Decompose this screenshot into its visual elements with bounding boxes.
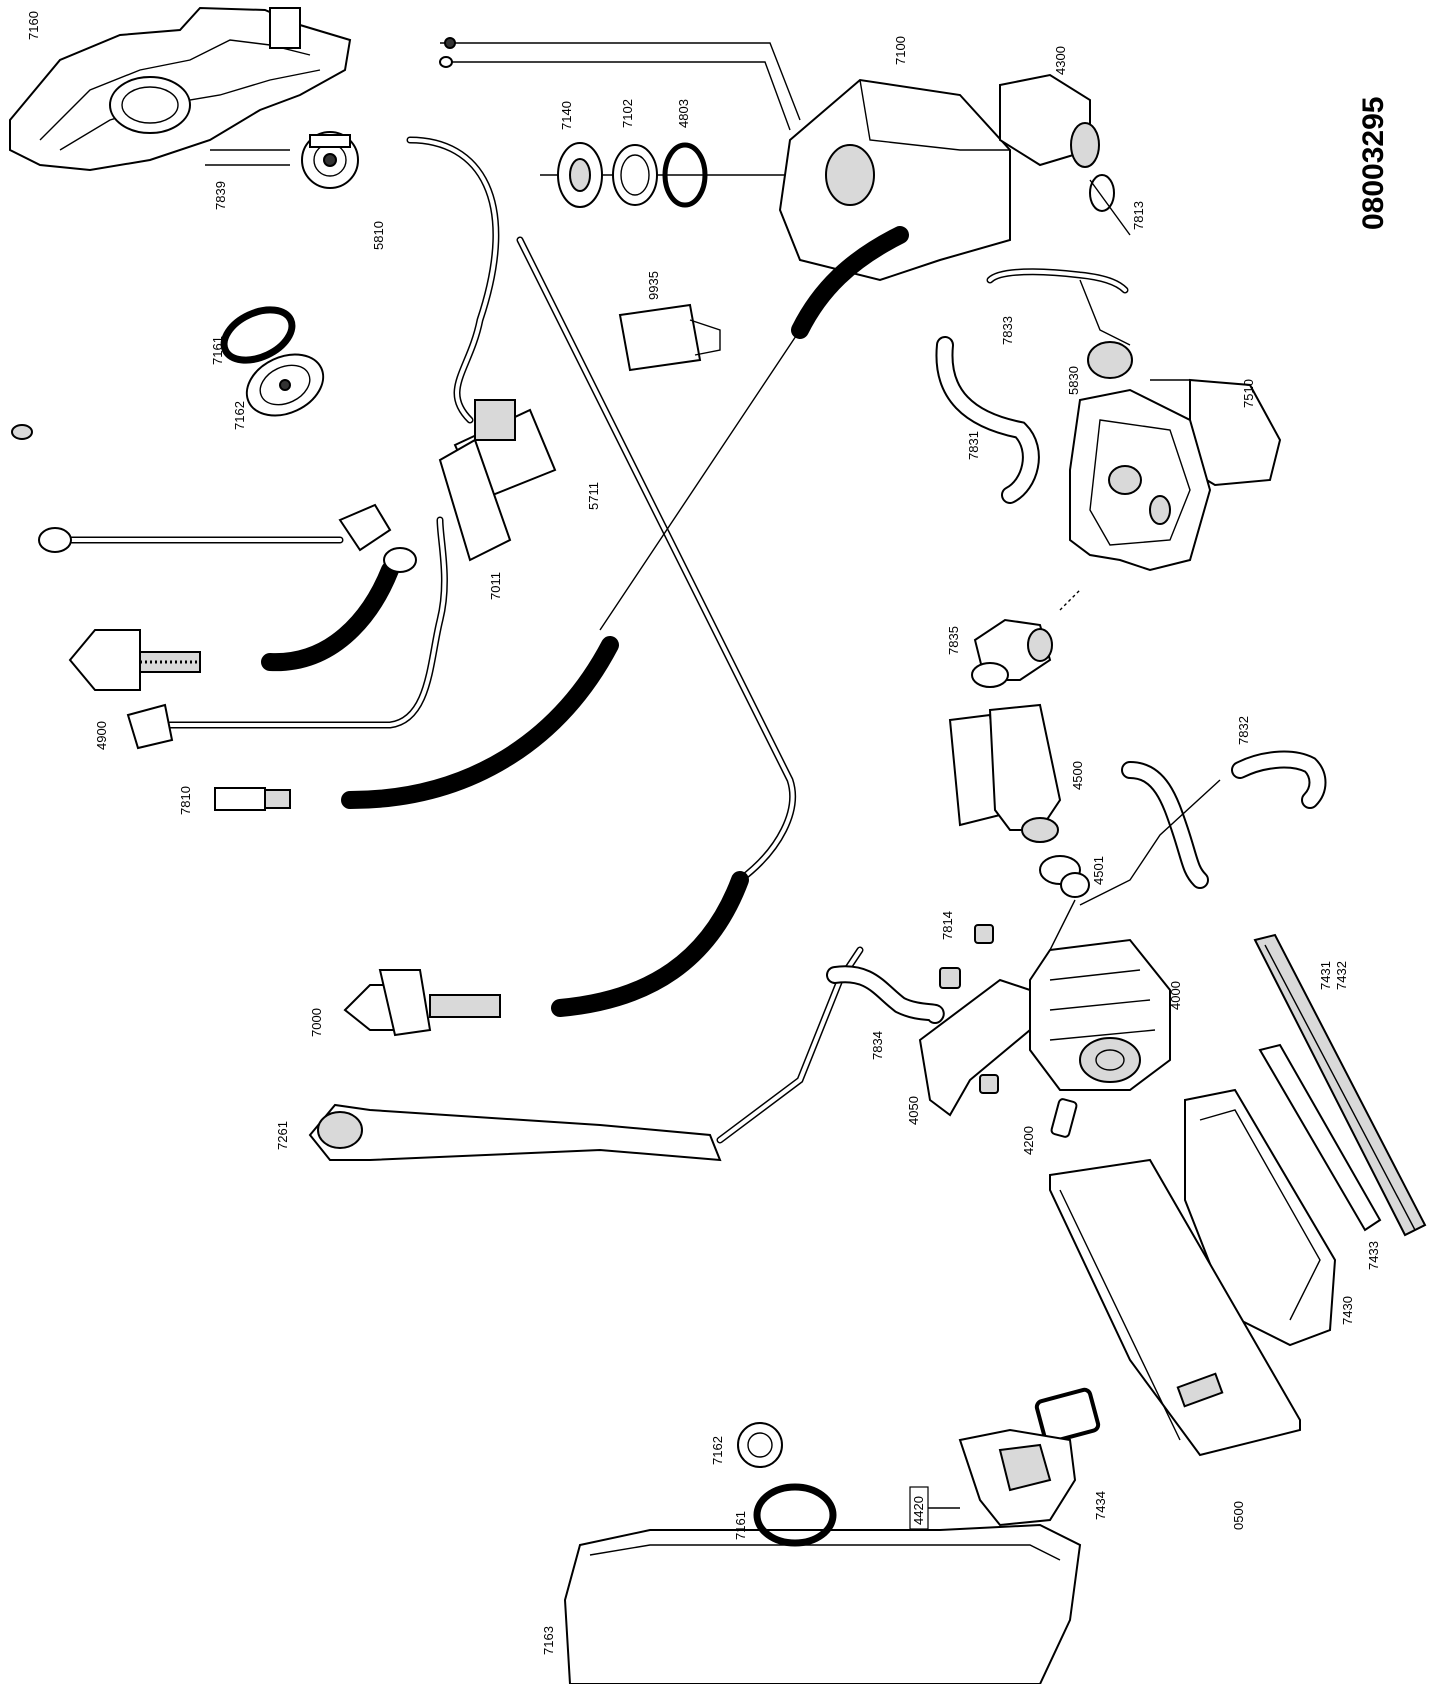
- inlet-hose-7000: [343, 871, 749, 1037]
- leader-tray-7835: [1059, 589, 1081, 611]
- inlet-hose-box-upper: [68, 547, 417, 691]
- label-5810: 5810: [371, 221, 386, 250]
- part-4200: [1050, 1098, 1078, 1138]
- label-7161-upper: 7161: [210, 336, 225, 365]
- hose-7831: [935, 336, 1040, 504]
- label-4200: 4200: [1021, 1126, 1036, 1155]
- label-7835: 7835: [946, 626, 961, 655]
- label-7261: 7261: [275, 1121, 290, 1150]
- label-7433: 7433: [1366, 1241, 1381, 1270]
- filter-7162-upper: [245, 353, 325, 417]
- label-7140: 7140: [559, 101, 574, 130]
- drain-hose-7810: [214, 636, 619, 811]
- panel-7433: [1258, 1043, 1382, 1232]
- label-9935: 9935: [646, 271, 661, 300]
- leader-7100-top2: [440, 61, 791, 131]
- bracket-4050: [918, 978, 1031, 1117]
- label-7434: 7434: [1093, 1491, 1108, 1520]
- label-7510: 7510: [1241, 379, 1256, 408]
- ring-7102: [612, 144, 658, 206]
- label-7832: 7832: [1236, 716, 1251, 745]
- part-9935: [618, 303, 721, 372]
- base-panel-0500: [1049, 1158, 1301, 1457]
- label-0500: 0500: [1231, 1501, 1246, 1530]
- label-5711: 5711: [586, 482, 601, 510]
- small-fitting: [11, 424, 33, 440]
- label-7430: 7430: [1340, 1296, 1355, 1325]
- spray-arm-7160: [9, 6, 352, 172]
- motor-4000: [1029, 938, 1171, 1091]
- label-7813: 7813: [1131, 201, 1146, 230]
- tray-7430: [1184, 1088, 1337, 1347]
- label-4000: 4000: [1168, 981, 1183, 1010]
- document-number: 08003295: [1357, 97, 1390, 230]
- label-7000: 7000: [309, 1008, 324, 1037]
- label-7102: 7102: [620, 99, 635, 128]
- filter-7162-lower: [737, 1422, 783, 1468]
- label-7834: 7834: [870, 1031, 885, 1060]
- ring-7813: [1089, 174, 1131, 236]
- label-7162-upper: 7162: [232, 401, 247, 430]
- base-7163: [563, 1523, 1082, 1684]
- label-4300: 4300: [1053, 46, 1068, 75]
- label-7432: 7432: [1334, 961, 1349, 990]
- elbow-7835: [971, 618, 1053, 688]
- label-4500: 4500: [1070, 761, 1085, 790]
- ring-4501: [1039, 855, 1090, 898]
- label-4803: 4803: [676, 99, 691, 128]
- label-7100: 7100: [893, 36, 908, 65]
- cap-7140: [557, 142, 603, 208]
- label-7833: 7833: [1000, 316, 1015, 345]
- hose-7833: [986, 268, 1131, 346]
- label-4501: 4501: [1091, 856, 1106, 885]
- label-4900: 4900: [94, 721, 109, 750]
- seal-7161-lower: [753, 1483, 837, 1547]
- label-7162-lower: 7162: [710, 1436, 725, 1465]
- label-7839: 7839: [213, 181, 228, 210]
- gasket-4803: [662, 142, 708, 208]
- rail-7431: [1253, 933, 1427, 1237]
- leader-7100-top: [440, 42, 801, 121]
- gasket-7434: [1034, 1387, 1101, 1444]
- part-4300: [999, 73, 1100, 168]
- label-7160: 7160: [26, 11, 41, 40]
- label-7810: 7810: [178, 786, 193, 815]
- pump-4500: [948, 703, 1062, 843]
- hose-7832: [1079, 750, 1327, 906]
- part-5830: [1087, 341, 1133, 379]
- label-7431: 7431: [1318, 961, 1333, 990]
- label-7161-lower: 7161: [733, 1511, 748, 1540]
- sump-7100: [599, 78, 1011, 631]
- label-5830: 5830: [1066, 366, 1081, 395]
- label-7163: 7163: [541, 1626, 556, 1655]
- power-cord-4900: [126, 516, 448, 750]
- label-4420: 4420: [911, 1496, 926, 1525]
- inlet-hose-thin: [38, 503, 392, 553]
- dispenser-4420: [958, 1428, 1077, 1527]
- label-7011: 7011: [488, 572, 503, 600]
- label-7831: 7831: [966, 431, 981, 460]
- nut-7814: [939, 924, 999, 1094]
- valve-5810: [301, 131, 359, 189]
- spray-arm-7261: [308, 946, 864, 1162]
- seal-7161-upper: [220, 306, 296, 364]
- tray-frame: [1069, 388, 1212, 572]
- part-labels: 7160 7839 5810 7161 7162 5711 7011 4900 …: [26, 11, 1381, 1655]
- label-4050: 4050: [906, 1096, 921, 1125]
- label-7814: 7814: [940, 911, 955, 940]
- hose-7834: [826, 965, 945, 1024]
- water-block-5711: [438, 399, 557, 562]
